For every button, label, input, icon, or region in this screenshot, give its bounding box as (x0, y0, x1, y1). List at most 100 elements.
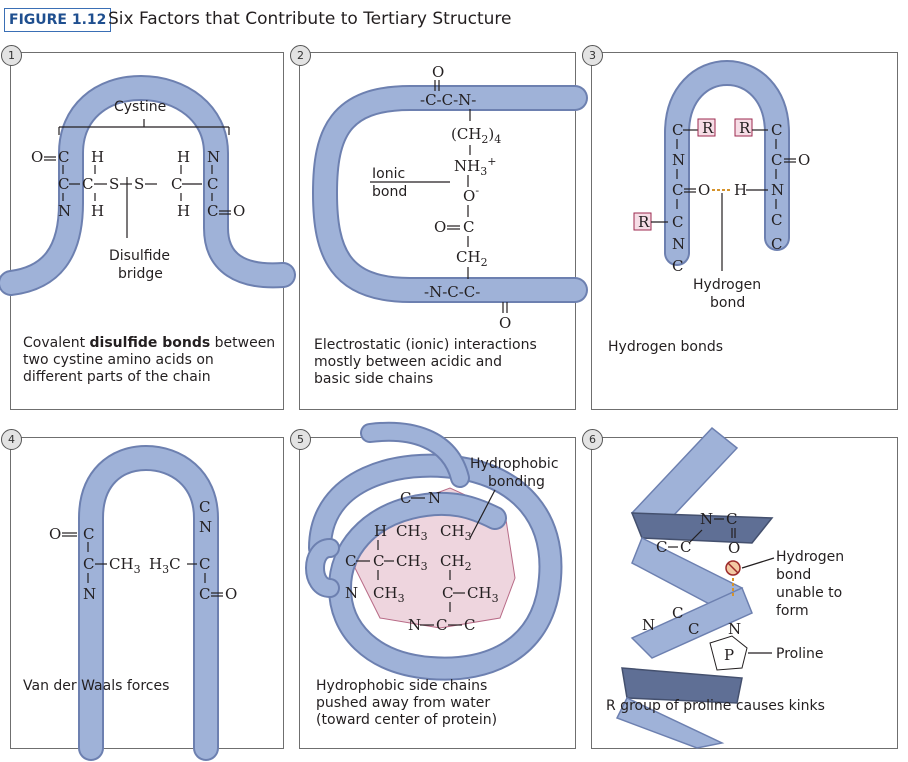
panel-4-number: 4 (1, 429, 22, 450)
helix-ribbon (615, 697, 725, 749)
panel-3-hydrogen-bonds: C R R C N C O C O H N R C C N C C Hydrog… (591, 52, 898, 410)
methyl-group: CH3 (373, 584, 405, 605)
panel-5-caption: Hydrophobic side chains pushed away from… (316, 678, 498, 728)
panel-5-number: 5 (290, 429, 311, 450)
peptide-backbone-bottom: -N-C-C- (424, 283, 480, 301)
atom-n: N (408, 616, 421, 634)
hydrogen-bond-label: unable to (776, 585, 842, 601)
proline-label: Proline (776, 646, 823, 662)
carboxylate-o: O- (463, 184, 479, 205)
panel-3-caption: Hydrogen bonds (608, 339, 724, 355)
atom-c: C (672, 181, 683, 199)
panel-1-number: 1 (1, 45, 22, 66)
helix-ribbon (630, 586, 753, 659)
polypeptide-chain-fill (314, 87, 586, 301)
atom-c: C (672, 121, 683, 139)
ionic-bond-label: Ionic (372, 166, 405, 182)
atom-s: S (109, 175, 119, 193)
atom-c: C (199, 498, 210, 516)
atom-n: N (642, 616, 655, 634)
panel-2-caption: Electrostatic (ionic) interactions mostl… (314, 337, 537, 387)
atom-o: O (434, 218, 446, 236)
chain-loop-fill (362, 423, 468, 486)
atom-o: O (499, 314, 511, 332)
polypeptide-chain (312, 85, 588, 303)
atom-c: C (436, 616, 447, 634)
atom-c: C (207, 202, 218, 220)
polypeptide-chain-fill (80, 447, 217, 759)
atom-c: C (771, 235, 782, 253)
atom-c: C (680, 538, 691, 556)
atom-c: C (771, 211, 782, 229)
amino-group: NH3+ (454, 155, 496, 178)
hydrophobic-pointer (469, 489, 496, 539)
atom-c: C (771, 151, 782, 169)
atom-c: C (672, 604, 683, 622)
atom-c: C (442, 584, 453, 602)
atom-c: C (83, 555, 94, 573)
atom-c: C (464, 616, 475, 634)
panel-6-illustration: N C C C O Hydrogen bond unable to form N… (615, 426, 844, 749)
atom-c: C (672, 213, 683, 231)
r-group: R (638, 213, 650, 231)
atom-c: C (171, 175, 182, 193)
panel-6-proline-kinks: N C C C O Hydrogen bond unable to form N… (591, 426, 898, 749)
helix-ribbon-back (621, 667, 743, 704)
r-group: R (739, 119, 751, 137)
atom-n: N (428, 489, 441, 507)
r-group: R (702, 119, 714, 137)
methylene-group: CH2 (440, 552, 472, 573)
figure-title: Six Factors that Contribute to Tertiary … (108, 9, 512, 29)
hydrogen-bond-label: Hydrogen (693, 277, 761, 293)
atom-o: O (31, 148, 43, 166)
methyl-group: CH3 (467, 584, 499, 605)
r-group-box (697, 118, 716, 137)
atom-c: C (199, 585, 210, 603)
atom-c: C (58, 148, 69, 166)
atom-o: O (798, 151, 810, 169)
atom-o: O (233, 202, 245, 220)
atom-n: N (199, 518, 212, 536)
alpha-helix (615, 426, 774, 749)
methyl-group: H3C (149, 555, 181, 576)
methyl-group: CH3 (440, 522, 472, 543)
cystine-label: Cystine (114, 99, 166, 115)
side-chain-ch2-4: (CH2)4 (451, 125, 501, 146)
hydrophobic-bonding-label: bonding (488, 474, 545, 490)
hydrogen-bond-pointer (741, 557, 775, 569)
atom-n: N (672, 235, 685, 253)
methyl-group: CH3 (396, 522, 428, 543)
atom-c: C (771, 121, 782, 139)
disulfide-bridge-label: bridge (118, 266, 163, 282)
panel-2-ionic-bonds: O -C-C-N- (CH2)4 NH3+ Ionic bond O- O C … (299, 52, 588, 410)
hydrophobic-bonding-label: Hydrophobic (470, 456, 559, 472)
atom-c: C (58, 175, 69, 193)
atom-c: C (83, 525, 94, 543)
panel-2-number: 2 (290, 45, 311, 66)
atom-o: O (728, 539, 740, 557)
panel-6-number: 6 (582, 429, 603, 450)
atom-n: N (207, 148, 220, 166)
ionic-bond-label: bond (372, 184, 407, 200)
chain-loop-fill (307, 540, 338, 596)
atom-h: H (374, 522, 387, 540)
atom-c: C (656, 538, 667, 556)
methyl-group: CH3 (109, 555, 141, 576)
hydrogen-bond-label: bond (710, 295, 745, 311)
hydrogen-bond-label: bond (776, 567, 811, 583)
atom-h: H (177, 202, 190, 220)
panel-1-illustration: Cystine O C H H N C C S S C C N H H C O … (0, 75, 296, 296)
atom-o: O (432, 63, 444, 81)
panel-5-hydrophobic-bonding: Hydrophobic bonding C N H CH3 CH3 C C CH… (299, 421, 576, 749)
atom-n: N (83, 585, 96, 603)
atom-c: C (726, 510, 737, 528)
atom-h: H (177, 148, 190, 166)
r-group-box (734, 118, 753, 137)
atom-o: O (698, 181, 710, 199)
atom-c: C (207, 175, 218, 193)
polypeptide-chain (78, 445, 219, 761)
panel-3-number: 3 (582, 45, 603, 66)
atom-n: N (728, 620, 741, 638)
atom-h: H (91, 148, 104, 166)
atom-c: C (373, 552, 384, 570)
